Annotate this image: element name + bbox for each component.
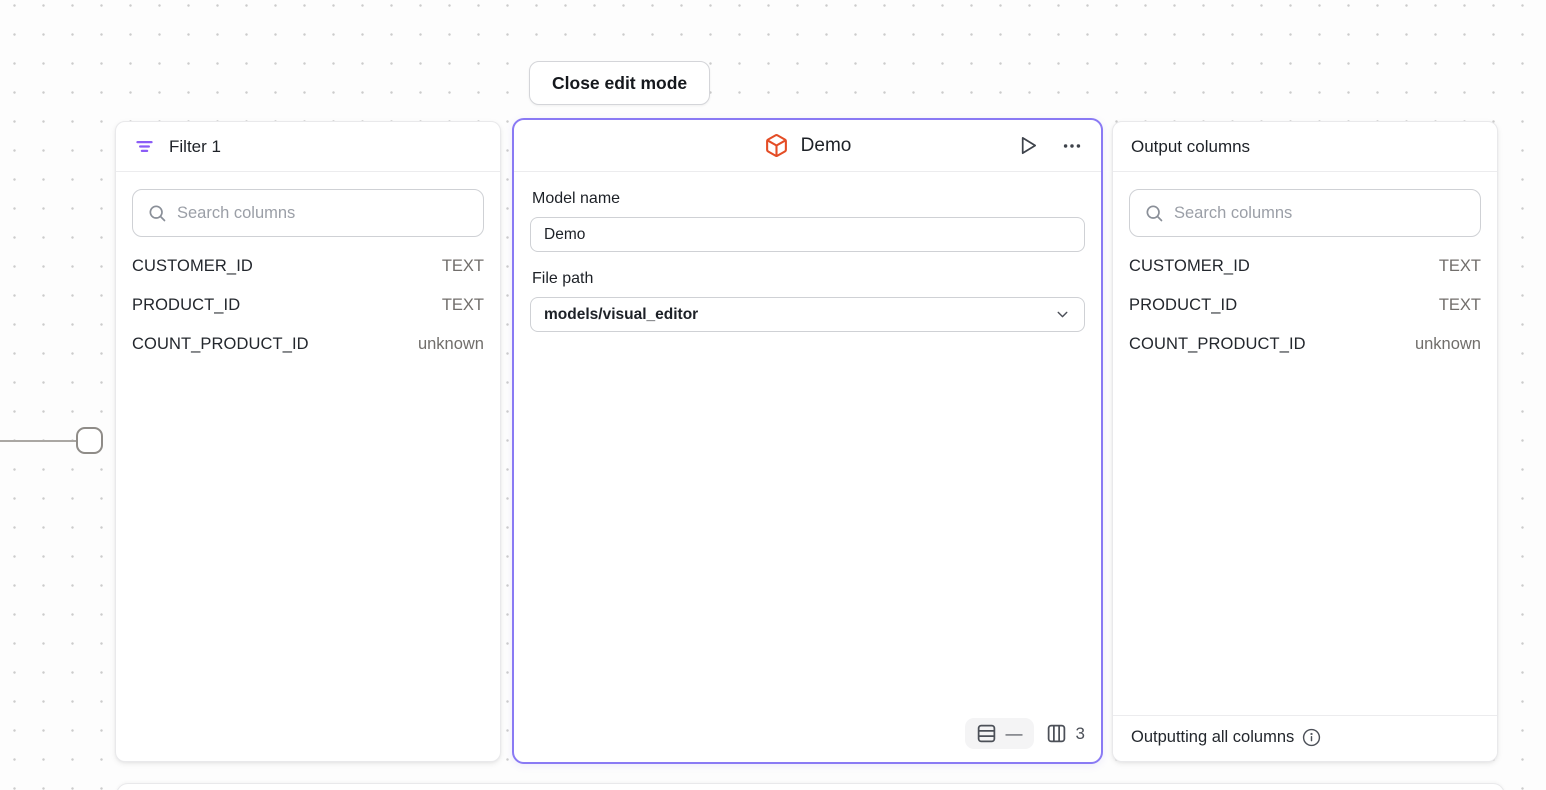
connector-edge bbox=[0, 440, 77, 442]
row-count-value: — bbox=[1005, 723, 1023, 743]
column-row[interactable]: COUNT_PRODUCT_ID unknown bbox=[1129, 325, 1481, 364]
output-search-input[interactable] bbox=[1174, 203, 1466, 223]
output-footer-text: Outputting all columns bbox=[1131, 728, 1295, 746]
filter-icon bbox=[134, 136, 155, 157]
column-name: PRODUCT_ID bbox=[1129, 296, 1238, 314]
table-columns-icon bbox=[1046, 723, 1067, 744]
file-path-label: File path bbox=[532, 270, 594, 287]
model-name-input[interactable] bbox=[530, 217, 1085, 252]
column-type: TEXT bbox=[441, 296, 484, 314]
filter-node-panel: Filter 1 CUSTOMER_ID TEXT PRODUCT_ID TEX… bbox=[115, 121, 501, 762]
column-type: TEXT bbox=[1438, 296, 1481, 314]
model-panel-header: Demo bbox=[514, 120, 1101, 172]
play-icon bbox=[1016, 134, 1039, 157]
filter-panel-header: Filter 1 bbox=[116, 122, 500, 172]
chevron-down-icon bbox=[1054, 306, 1071, 323]
output-panel-footer: Outputting all columns bbox=[1113, 715, 1497, 761]
search-icon bbox=[1144, 203, 1164, 223]
ellipsis-icon bbox=[1061, 135, 1083, 157]
more-options-button[interactable] bbox=[1059, 133, 1085, 159]
row-count-stat[interactable]: — bbox=[964, 718, 1034, 749]
file-path-value: models/visual_editor bbox=[544, 305, 699, 323]
filter-search-input[interactable] bbox=[177, 203, 469, 223]
column-row[interactable]: PRODUCT_ID TEXT bbox=[132, 286, 484, 325]
model-panel-body: Model name File path models/visual_edito… bbox=[514, 172, 1101, 342]
model-node-panel: Demo Model nam bbox=[512, 118, 1103, 764]
column-name: COUNT_PRODUCT_ID bbox=[132, 335, 309, 353]
model-name-label: Model name bbox=[532, 190, 621, 207]
model-title-group: Demo bbox=[764, 133, 852, 158]
output-panel-title: Output columns bbox=[1131, 136, 1251, 156]
run-model-button[interactable] bbox=[1014, 132, 1041, 159]
column-type: TEXT bbox=[1438, 257, 1481, 275]
column-row[interactable]: COUNT_PRODUCT_ID unknown bbox=[132, 325, 484, 364]
connector-handle[interactable] bbox=[76, 427, 103, 454]
search-icon bbox=[147, 203, 167, 223]
cube-icon bbox=[764, 133, 789, 158]
column-row[interactable]: CUSTOMER_ID TEXT bbox=[132, 247, 484, 286]
column-count-value: 3 bbox=[1075, 723, 1085, 743]
column-type: TEXT bbox=[441, 257, 484, 275]
column-row[interactable]: PRODUCT_ID TEXT bbox=[1129, 286, 1481, 325]
column-row[interactable]: CUSTOMER_ID TEXT bbox=[1129, 247, 1481, 286]
output-panel-header: Output columns bbox=[1113, 122, 1497, 172]
column-name: CUSTOMER_ID bbox=[1129, 257, 1250, 275]
column-type: unknown bbox=[1414, 335, 1481, 353]
model-header-actions bbox=[1014, 120, 1085, 171]
table-rows-icon bbox=[976, 723, 997, 744]
column-name: COUNT_PRODUCT_ID bbox=[1129, 335, 1306, 353]
column-name: PRODUCT_ID bbox=[132, 296, 241, 314]
column-type: unknown bbox=[417, 335, 484, 353]
file-path-select[interactable]: models/visual_editor bbox=[530, 297, 1085, 332]
close-edit-mode-button[interactable]: Close edit mode bbox=[529, 61, 711, 105]
filter-search-box bbox=[132, 189, 484, 237]
output-search-box bbox=[1129, 189, 1481, 237]
bottom-partial-panel[interactable] bbox=[116, 783, 1505, 790]
filter-panel-title: Filter 1 bbox=[169, 136, 221, 156]
output-column-list: CUSTOMER_ID TEXT PRODUCT_ID TEXT COUNT_P… bbox=[1113, 237, 1497, 364]
column-name: CUSTOMER_ID bbox=[132, 257, 253, 275]
column-count-stat: 3 bbox=[1046, 723, 1085, 744]
output-columns-panel: Output columns CUSTOMER_ID TEXT PRODUCT_… bbox=[1112, 121, 1498, 762]
model-panel-title: Demo bbox=[800, 134, 852, 156]
model-stats: — 3 bbox=[964, 718, 1085, 749]
info-icon[interactable] bbox=[1302, 728, 1321, 747]
filter-column-list: CUSTOMER_ID TEXT PRODUCT_ID TEXT COUNT_P… bbox=[116, 237, 500, 364]
